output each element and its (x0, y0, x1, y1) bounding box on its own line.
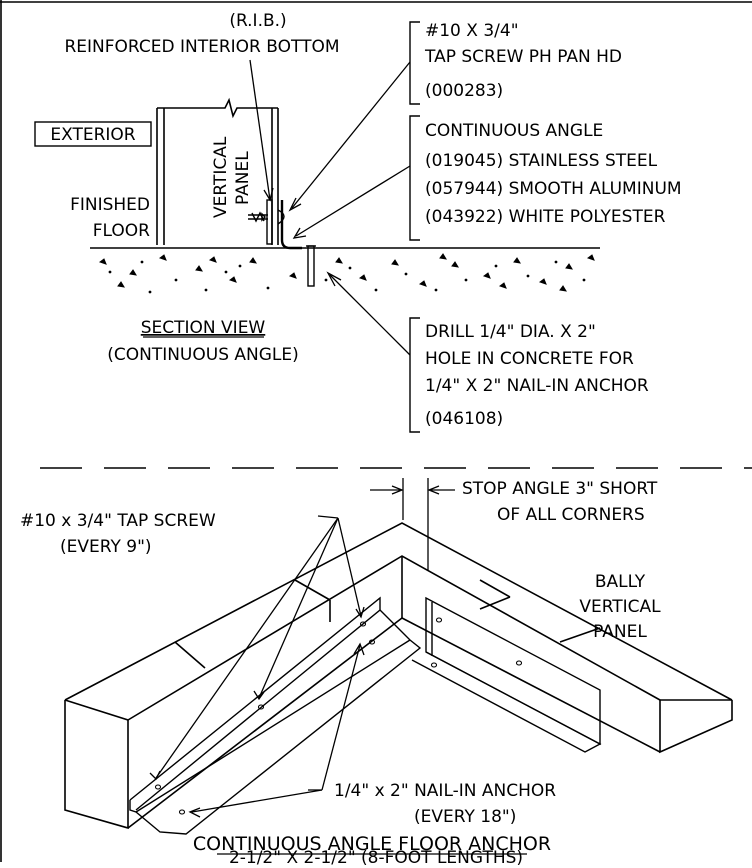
left-continuous-angle (129, 596, 422, 835)
panel-note-line-2: VERTICAL (579, 597, 661, 617)
iso-screw-note-line-2: (EVERY 9") (60, 537, 152, 557)
angle-note-bracket (409, 115, 420, 241)
anchor-note-line-1: 1/4" x 2" NAIL-IN ANCHOR (334, 781, 556, 801)
panel-note-line-1: BALLY (595, 572, 646, 592)
angle-note-line-3: (057944) SMOOTH ALUMINUM (425, 179, 682, 199)
section-leaders (249, 59, 411, 356)
angle-note-line-2: (019045) STAINLESS STEEL (425, 151, 658, 171)
rib-abbrev-label: (R.I.B.) (229, 11, 286, 31)
drill-note-line-4: (046108) (425, 409, 503, 429)
finished-floor-label-1: FINISHED (70, 195, 150, 215)
exterior-label: EXTERIOR (50, 125, 135, 145)
nail-in-anchor (306, 245, 316, 287)
exterior-box (34, 121, 152, 147)
finished-floor-label-2: FLOOR (93, 221, 150, 241)
vertical-panel (156, 97, 279, 245)
vertical-panel-label-1: VERTICAL (211, 136, 231, 218)
screw-note-line-3: (000283) (425, 81, 503, 101)
iso-panel-walls (64, 522, 733, 830)
section-view: (R.I.B.) REINFORCED INTERIOR BOTTOM #10 … (34, 11, 682, 433)
drill-note-line-3: 1/4" X 2" NAIL-IN ANCHOR (425, 376, 649, 396)
panel-note-line-3: PANEL (593, 622, 647, 642)
drill-note-line-1: DRILL 1/4" DIA. X 2" (425, 322, 596, 342)
section-view-title: SECTION VIEW (141, 318, 266, 338)
section-view-subtitle: (CONTINUOUS ANGLE) (107, 345, 299, 365)
screw-note-line-1: #10 X 3/4" (425, 21, 519, 41)
angle-note-line-1: CONTINUOUS ANGLE (425, 121, 603, 141)
concrete-slab (98, 253, 595, 294)
right-continuous-angle (411, 596, 602, 753)
drill-note-bracket (409, 317, 420, 433)
screw-note-line-2: TAP SCREW PH PAN HD (424, 47, 622, 67)
iso-screw-note-line-1: #10 x 3/4" TAP SCREW (20, 511, 216, 531)
stop-angle-dimension (370, 478, 455, 570)
vertical-panel-label-2: PANEL (233, 151, 253, 205)
iso-title: CONTINUOUS ANGLE FLOOR ANCHOR (193, 833, 551, 855)
iso-subtitle: 2-1/2" X 2-1/2" (8-FOOT LENGTHS) (228, 848, 524, 868)
drill-note-line-2: HOLE IN CONCRETE FOR (425, 349, 634, 369)
isometric-view: STOP ANGLE 3" SHORT OF ALL CORNERS #10 x… (20, 478, 733, 855)
rib-full-label: REINFORCED INTERIOR BOTTOM (64, 37, 339, 57)
stop-note-line-1: STOP ANGLE 3" SHORT (462, 479, 658, 499)
anchor-note-line-2: (EVERY 18") (414, 807, 516, 827)
angle-note-line-4: (043922) WHITE POLYESTER (425, 207, 666, 227)
stop-note-line-2: OF ALL CORNERS (497, 505, 645, 525)
screw-note-bracket (409, 21, 420, 105)
fastener-holes (154, 617, 523, 815)
iso-leaders (149, 515, 365, 818)
